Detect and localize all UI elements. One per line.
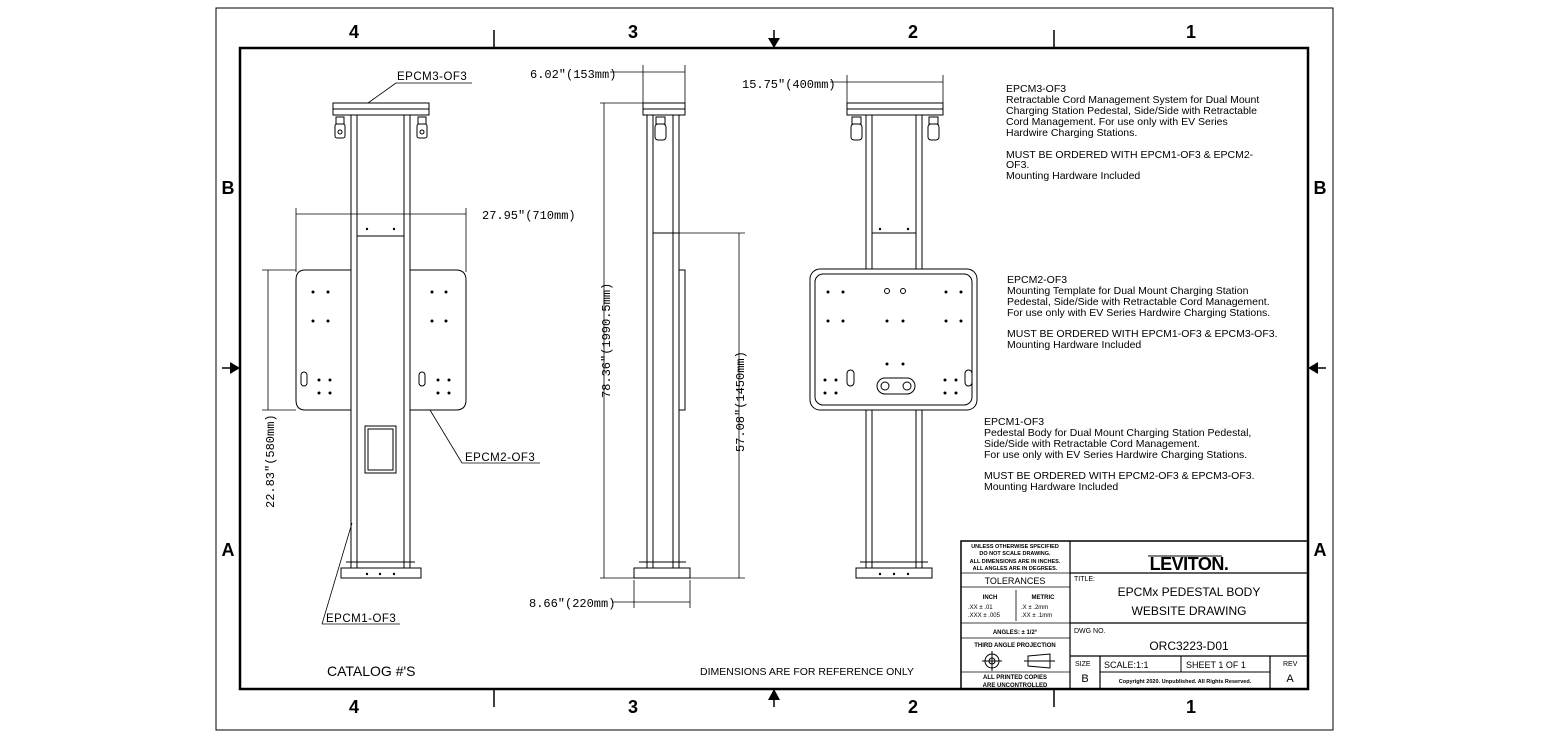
angles-tolerance: ANGLES: ± 1/2° (993, 630, 1038, 636)
dim-overall-height: 78.36"(1990.5mm) (600, 283, 614, 398)
reference-note: DIMENSIONS ARE FOR REFERENCE ONLY (700, 666, 914, 678)
dim-top-width-front: 15.75"(400mm) (742, 78, 836, 92)
inch-tolerance: .XXX ± .005 (968, 613, 1001, 619)
sheet-border (215, 7, 1334, 731)
note-epcm3-line: MUST BE ORDERED WITH EPCM1-OF3 & EPCM2- (1006, 149, 1254, 161)
zone-col-2-bottom: 2 (908, 697, 918, 717)
zone-row-b-left: B (222, 178, 235, 198)
dwg-no-label: DWG NO. (1074, 628, 1106, 635)
dim-mount-height: 57.08"(1450mm) (734, 351, 748, 452)
zone-row-a-right: A (1314, 540, 1327, 560)
projection-label: THIRD ANGLE PROJECTION (974, 643, 1055, 649)
note-epcm1-line: Mounting Hardware Included (984, 481, 1118, 493)
callout-mount-plate: EPCM2-OF3 (465, 452, 535, 464)
front-view-dimension-lines (262, 208, 467, 411)
drawing-title: EPCMx PEDESTAL BODY (1118, 585, 1261, 599)
zone-col-3-bottom: 3 (628, 697, 638, 717)
note-epcm1: EPCM1-OF3 Pedestal Body for Dual Mount C… (984, 416, 1255, 493)
note-epcm2-line: Pedestal, Side/Side with Retractable Cor… (1007, 296, 1270, 308)
note-epcm1-line: For use only with EV Series Hardwire Cha… (984, 449, 1247, 461)
copyright-notice: Copyright 2020. Unpublished. All Rights … (1119, 679, 1252, 685)
copies-note: ALL PRINTED COPIES (983, 675, 1047, 681)
zone-col-3-top: 3 (628, 22, 638, 42)
note-epcm3-line: Hardwire Charging Stations. (1006, 127, 1137, 139)
front-view-holes (311, 227, 451, 576)
metric-tolerance: .X ± .2mm (1021, 605, 1048, 611)
inch-tolerance: .XX ± .01 (968, 605, 993, 611)
leviton-logo: LEVITON. (1150, 554, 1229, 574)
callout-pedestal: EPCM1-OF3 (326, 613, 396, 625)
zone-col-2-top: 2 (908, 22, 918, 42)
third-angle-projection-icon (982, 651, 1055, 671)
zone-col-4-top: 4 (349, 22, 359, 42)
note-epcm3-line: OF3. (1006, 159, 1029, 171)
tolerances-label: TOLERANCES (985, 576, 1046, 586)
note-epcm1-line: Side/Side with Retractable Cord Manageme… (984, 438, 1200, 450)
centering-arrows (230, 38, 1318, 700)
note-epcm2-line: EPCM2-OF3 (1007, 274, 1067, 286)
dim-bracket-width: 27.95"(710mm) (482, 209, 576, 223)
sheet-number: SHEET 1 OF 1 (1186, 660, 1246, 670)
scale: SCALE:1:1 (1104, 660, 1149, 670)
note-epcm2-line: MUST BE ORDERED WITH EPCM1-OF3 & EPCM3-O… (1007, 328, 1278, 340)
disclaimer-line: UNLESS OTHERWISE SPECIFIED (971, 544, 1059, 550)
zone-row-a-left: A (222, 540, 235, 560)
note-epcm1-line: EPCM1-OF3 (984, 416, 1044, 428)
inch-label: INCH (983, 595, 998, 601)
metric-label: METRIC (1032, 595, 1056, 601)
sheet-size: B (1081, 673, 1088, 685)
drawing-subtitle: WEBSITE DRAWING (1132, 604, 1247, 618)
callout-leaders (321, 82, 540, 625)
rear-view-keyholes (884, 288, 906, 294)
zone-col-1-top: 1 (1186, 22, 1196, 42)
metric-tolerance: .XX ± .1mm (1021, 613, 1052, 619)
note-epcm3-line: EPCM3-OF3 (1006, 83, 1066, 95)
catalog-label: CATALOG #'S (327, 663, 416, 679)
dwg-no: ORC3223-D01 (1149, 639, 1229, 653)
revision: A (1286, 673, 1294, 685)
dim-top-width-side: 6.02"(153mm) (530, 68, 616, 82)
rear-view-holes (823, 227, 963, 576)
title-block (960, 540, 1309, 690)
front-view-slots (300, 371, 426, 387)
note-epcm1-line: Pedestal Body for Dual Mount Charging St… (984, 427, 1251, 439)
disclaimer-line: DO NOT SCALE DRAWING. (979, 551, 1051, 557)
zone-row-b-right: B (1314, 178, 1327, 198)
disclaimer-line: ALL ANGLES ARE IN DEGREES. (973, 566, 1058, 572)
zone-col-4-bottom: 4 (349, 697, 359, 717)
note-epcm2-line: Mounting Hardware Included (1007, 339, 1141, 351)
note-epcm2-line: Mounting Template for Dual Mount Chargin… (1007, 285, 1249, 297)
dim-base-width: 8.66"(220mm) (529, 597, 615, 611)
note-epcm3-line: Retractable Cord Management System for D… (1006, 94, 1259, 106)
zone-col-1-bottom: 1 (1186, 697, 1196, 717)
title-label: TITLE: (1074, 576, 1095, 583)
view-rear-assembly (809, 102, 978, 579)
note-epcm3-line: Cord Management. For use only with EV Se… (1006, 116, 1228, 128)
note-epcm2-line: For use only with EV Series Hardwire Cha… (1007, 307, 1270, 319)
note-epcm3-line: Charging Station Pedestal, Side/Side wit… (1006, 105, 1257, 117)
view-front-assembly (295, 102, 467, 579)
note-epcm3-line: Mounting Hardware Included (1006, 170, 1140, 182)
note-epcm3: EPCM3-OF3 Retractable Cord Management Sy… (1006, 83, 1259, 182)
note-epcm2: EPCM2-OF3 Mounting Template for Dual Mou… (1007, 274, 1278, 351)
disclaimer-line: ALL DIMENSIONS ARE IN INCHES. (970, 559, 1061, 565)
callout-top-cap: EPCM3-OF3 (397, 71, 467, 83)
side-view-dimension-lines (600, 65, 745, 608)
dim-plate-height: 22.83"(580mm) (264, 414, 278, 508)
note-epcm1-line: MUST BE ORDERED WITH EPCM2-OF3 & EPCM3-O… (984, 470, 1255, 482)
size-label: SIZE (1075, 661, 1091, 668)
rear-view-dimension-lines (830, 75, 944, 103)
view-side (633, 102, 691, 579)
copies-note: ARE UNCONTROLLED (983, 683, 1048, 689)
rev-label: REV (1283, 661, 1298, 668)
